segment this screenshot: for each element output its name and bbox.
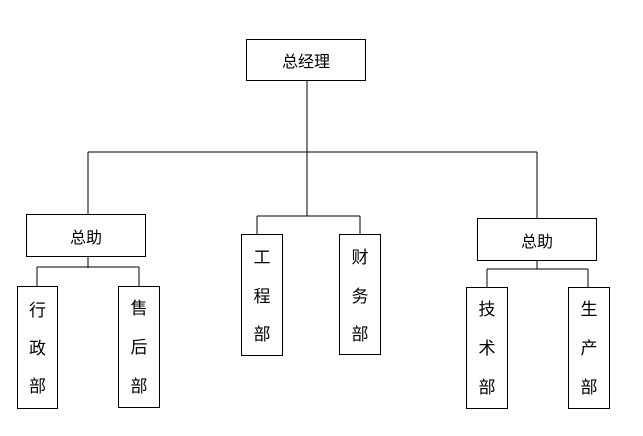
assistant-node-right: 总助	[477, 218, 597, 261]
assistant-left-label: 总助	[69, 227, 102, 247]
dept-admin-char: 部	[29, 377, 46, 397]
dept-aftersales-char: 售	[130, 299, 148, 319]
dept-aftersales-char: 部	[130, 377, 148, 397]
dept-tech-char: 技	[478, 300, 496, 320]
dept-finance-char: 财	[351, 248, 369, 268]
assistant-node-left: 总助	[26, 214, 146, 257]
dept-aftersales-node: 售 后 部	[118, 286, 160, 408]
dept-admin-char: 行	[29, 301, 46, 321]
dept-production-char: 部	[580, 378, 598, 398]
dept-tech-char: 术	[478, 339, 496, 359]
dept-production-char: 生	[580, 300, 598, 320]
dept-aftersales-char: 后	[130, 338, 148, 358]
ceo-node: 总经理	[246, 39, 366, 81]
assistant-right-label: 总助	[520, 231, 553, 251]
dept-engineering-char: 程	[253, 287, 271, 307]
dept-finance-char: 部	[351, 325, 369, 345]
dept-engineering-char: 工	[253, 248, 271, 268]
dept-production-node: 生 产 部	[568, 287, 610, 409]
ceo-label: 总经理	[281, 52, 330, 71]
dept-engineering-char: 部	[253, 325, 271, 345]
dept-admin-char: 政	[29, 339, 46, 359]
dept-finance-char: 务	[351, 287, 369, 307]
dept-finance-node: 财 务 部	[339, 234, 381, 355]
dept-tech-node: 技 术 部	[466, 287, 508, 409]
dept-production-char: 产	[580, 339, 598, 359]
dept-engineering-node: 工 程 部	[241, 234, 283, 356]
dept-tech-char: 部	[478, 378, 496, 398]
dept-admin-node: 行 政 部	[17, 286, 58, 409]
